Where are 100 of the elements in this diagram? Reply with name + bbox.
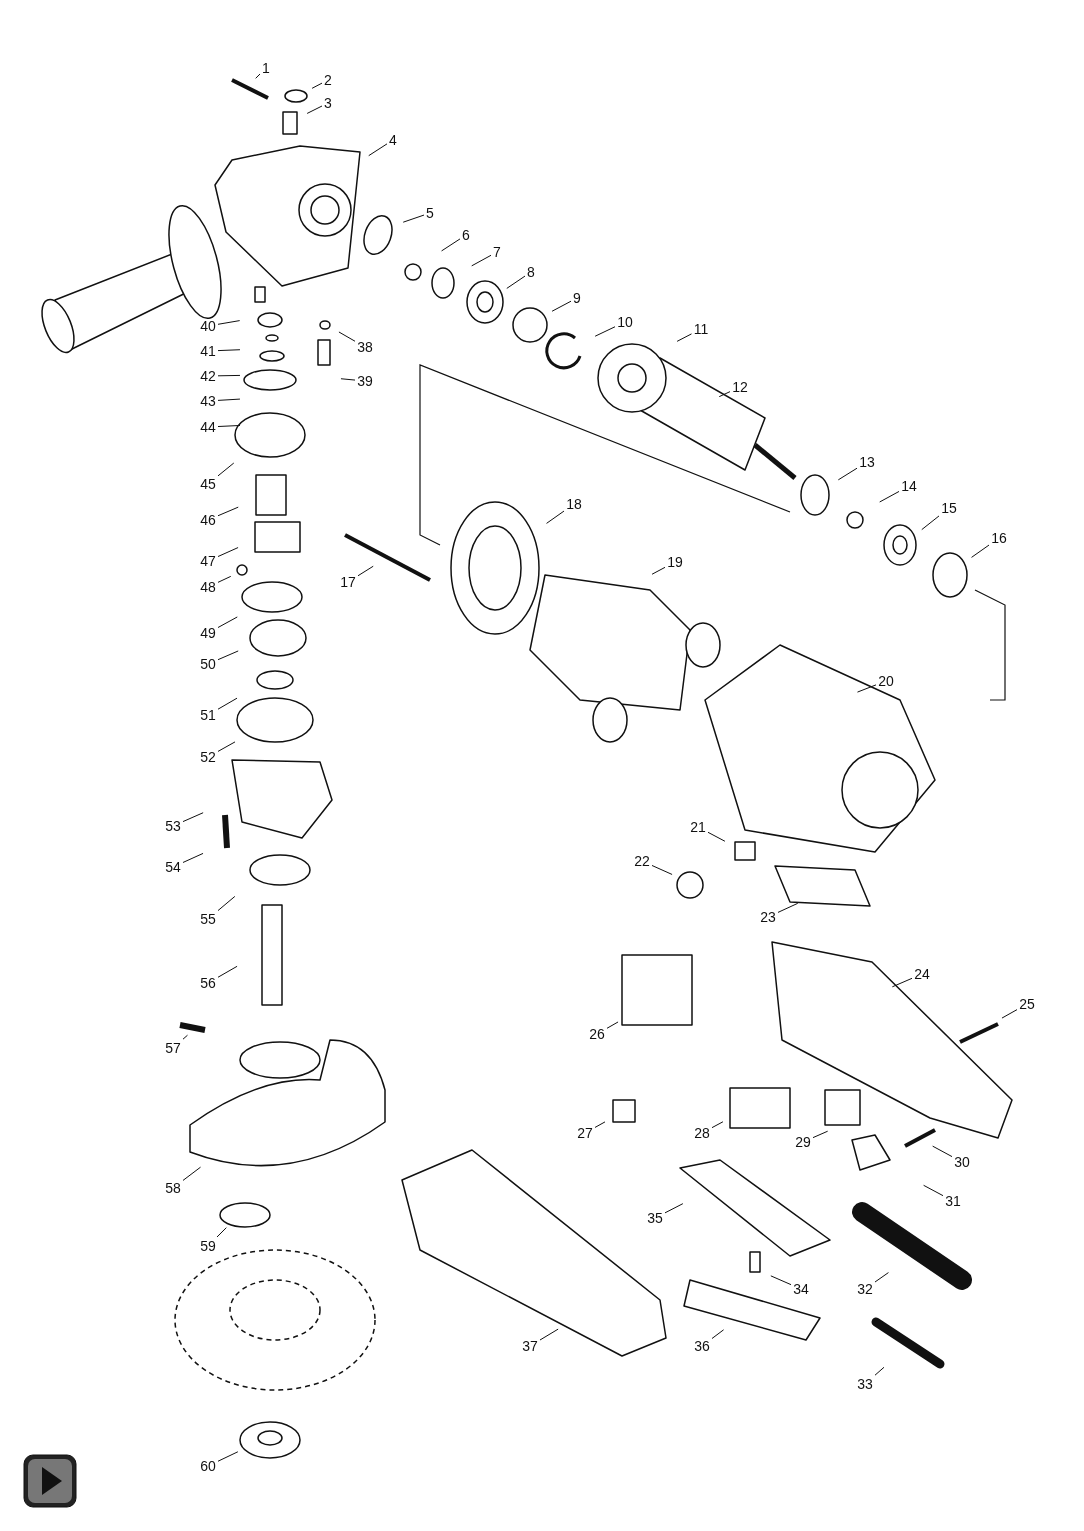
- callout-number: 7: [492, 244, 502, 260]
- callout-number: 9: [572, 290, 582, 306]
- leader-line: [217, 349, 241, 352]
- leader-line: [471, 254, 492, 267]
- callout-number: 18: [565, 496, 583, 512]
- callout-number: 26: [588, 1026, 606, 1042]
- callout-number: 17: [339, 574, 357, 590]
- callout-number: 49: [199, 625, 217, 641]
- callout-number: 39: [356, 373, 374, 389]
- leader-line: [338, 331, 356, 342]
- leader-line: [812, 1130, 829, 1139]
- leader-line: [546, 510, 565, 524]
- callout-number: 32: [856, 1281, 874, 1297]
- leader-line: [182, 812, 204, 823]
- leader-line: [311, 82, 323, 89]
- leader-line: [676, 333, 692, 342]
- leader-line: [182, 852, 204, 863]
- leader-line: [921, 515, 940, 531]
- callout-number: 13: [858, 454, 876, 470]
- callout-number: 50: [199, 656, 217, 672]
- callout-number: 23: [759, 909, 777, 925]
- callout-number: 44: [199, 419, 217, 435]
- leader-line: [217, 462, 235, 477]
- leader-line: [874, 1272, 889, 1283]
- leader-line: [923, 1184, 944, 1197]
- leader-line: [217, 616, 238, 628]
- callout-number: 35: [646, 1210, 664, 1226]
- leader-line: [539, 1328, 559, 1341]
- callout-number: 11: [692, 321, 710, 337]
- callout-number: 43: [199, 393, 217, 409]
- callout-number: 28: [693, 1125, 711, 1141]
- leader-line: [664, 1203, 684, 1214]
- callout-number: 58: [164, 1180, 182, 1196]
- callout-number: 15: [940, 500, 958, 516]
- leader-line: [594, 326, 616, 337]
- leader-line: [217, 320, 241, 325]
- callout-number: 24: [913, 966, 931, 982]
- leader-line: [217, 741, 236, 752]
- leader-line: [606, 1021, 619, 1029]
- callout-number: 29: [794, 1134, 812, 1150]
- callout-number: 60: [199, 1458, 217, 1474]
- leader-line: [182, 1034, 188, 1040]
- leader-line: [879, 490, 900, 503]
- leader-line: [651, 864, 673, 875]
- callout-number: 6: [461, 227, 471, 243]
- callout-number: 52: [199, 749, 217, 765]
- callout-number: 10: [616, 314, 634, 330]
- callout-number: 42: [199, 368, 217, 384]
- leader-line: [506, 275, 526, 289]
- leader-line: [856, 684, 877, 693]
- leader-line: [718, 391, 731, 398]
- leader-line: [182, 1166, 202, 1181]
- callout-number: 47: [199, 553, 217, 569]
- callout-number: 19: [666, 554, 684, 570]
- callout-number: 45: [199, 476, 217, 492]
- callout-number: 38: [356, 339, 374, 355]
- leader-line: [217, 506, 239, 517]
- callout-number: 16: [990, 530, 1008, 546]
- leader-line: [340, 378, 356, 381]
- callout-number: 22: [633, 853, 651, 869]
- callout-number: 51: [199, 707, 217, 723]
- callout-number: 46: [199, 512, 217, 528]
- callout-number: 12: [731, 379, 749, 395]
- callout-number: 1: [261, 60, 271, 76]
- callout-number: 14: [900, 478, 918, 494]
- callout-number: 25: [1018, 996, 1036, 1012]
- leader-line: [368, 143, 388, 157]
- leader-line: [402, 214, 425, 223]
- callout-number: 20: [877, 673, 895, 689]
- callout-number: 41: [199, 343, 217, 359]
- callout-number: 3: [323, 95, 333, 111]
- callout-number: 36: [693, 1338, 711, 1354]
- callout-number: 31: [944, 1193, 962, 1209]
- leader-line: [594, 1121, 606, 1128]
- leader-line: [217, 374, 241, 377]
- leader-line: [551, 300, 572, 312]
- callout-number: 5: [425, 205, 435, 221]
- leader-line: [651, 566, 666, 575]
- leader-line: [874, 1366, 885, 1376]
- leader-line: [216, 1227, 227, 1238]
- leader-line: [777, 902, 799, 913]
- leader-line: [1001, 1009, 1018, 1019]
- leader-line: [357, 565, 374, 577]
- callout-number: 59: [199, 1238, 217, 1254]
- callout-number: 2: [323, 72, 333, 88]
- leader-line: [217, 575, 232, 583]
- callout-number: 40: [199, 318, 217, 334]
- leader-line: [217, 895, 236, 912]
- callout-number: 54: [164, 859, 182, 875]
- leader-line: [217, 425, 241, 427]
- leader-line: [255, 73, 261, 79]
- callout-number: 34: [792, 1281, 810, 1297]
- leader-line: [441, 238, 461, 252]
- leader-line: [217, 650, 239, 661]
- leader-line: [932, 1145, 953, 1158]
- leader-line: [770, 1275, 792, 1286]
- leader-line: [306, 105, 323, 114]
- leader-line: [217, 398, 241, 401]
- leader-line: [217, 547, 239, 558]
- leader-line: [217, 1451, 239, 1462]
